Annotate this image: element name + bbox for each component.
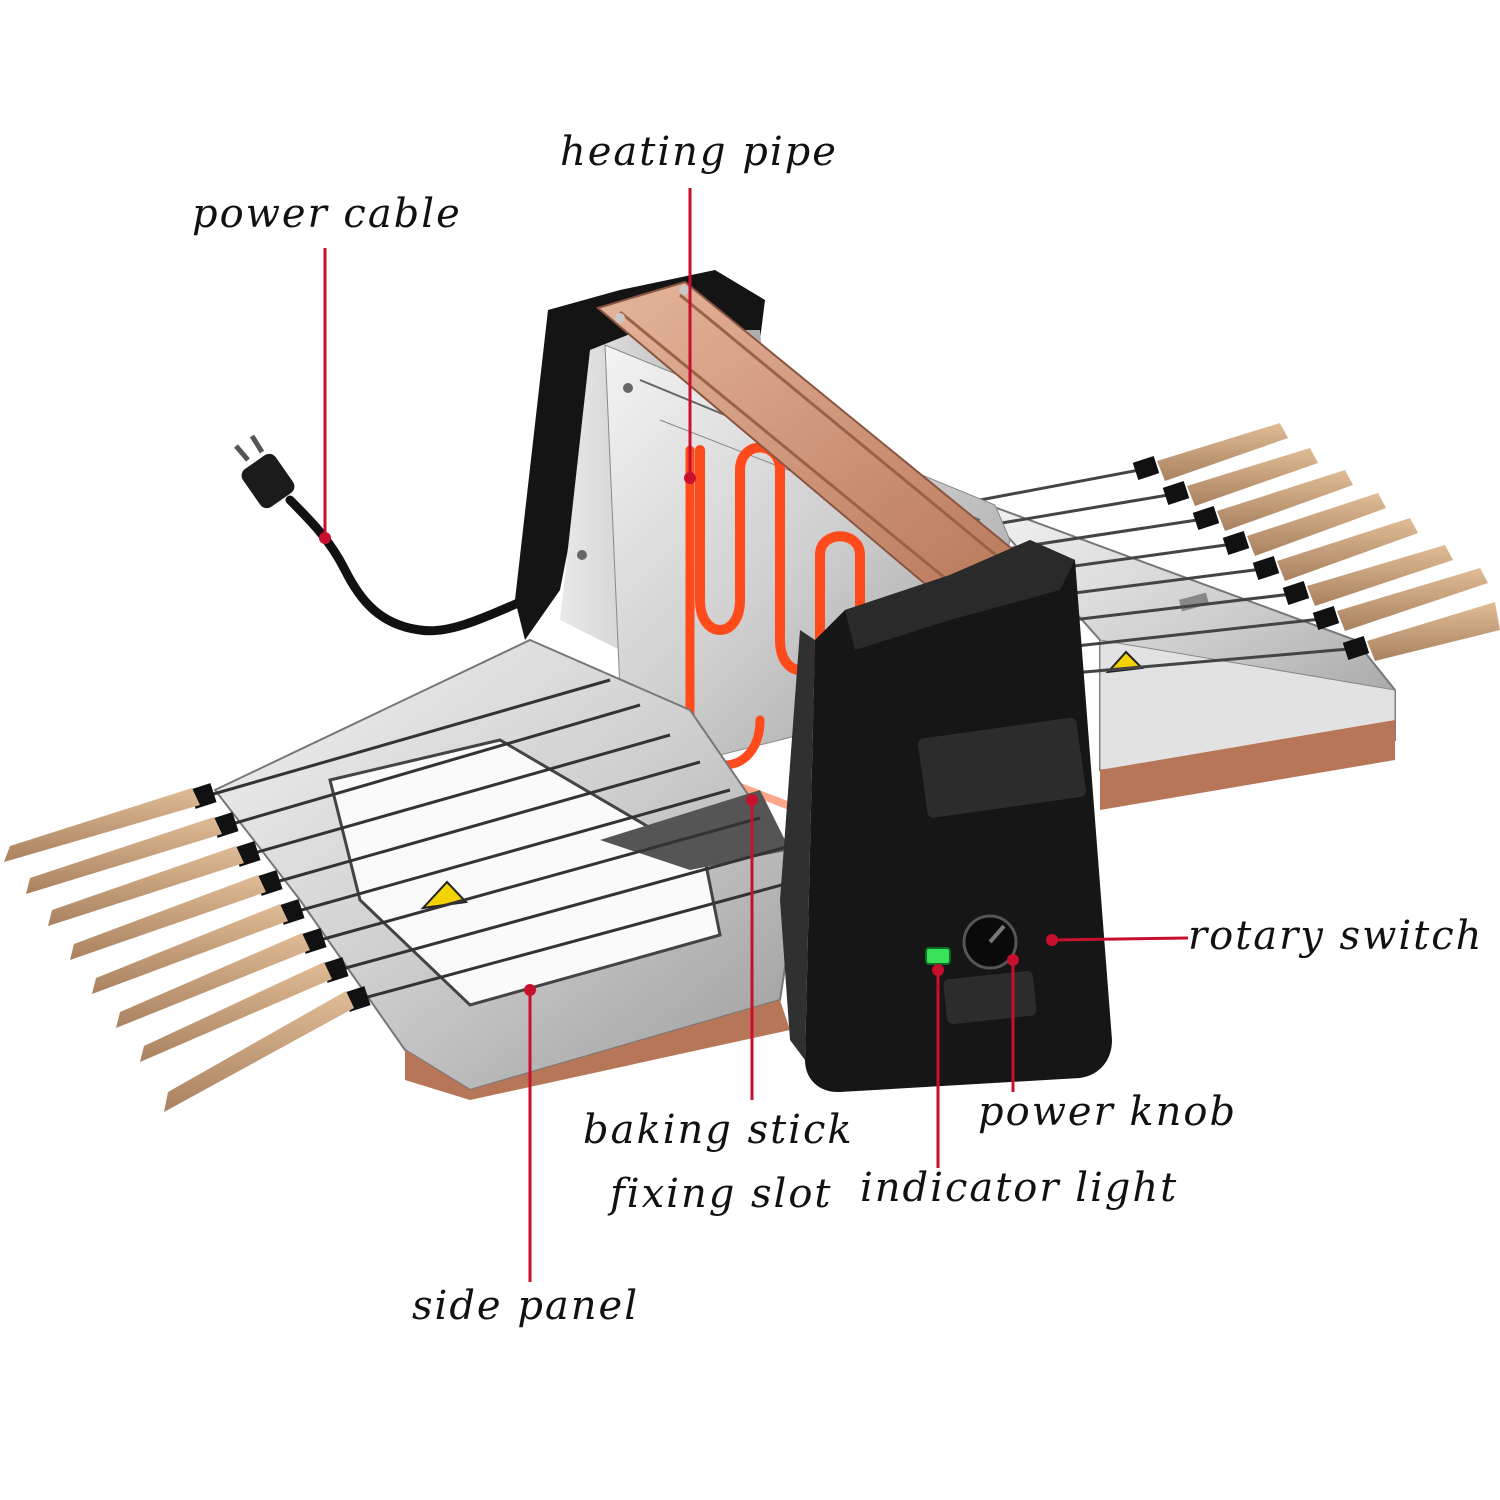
label-power-knob: power knob xyxy=(978,1089,1238,1135)
label-power-cable: power cable xyxy=(192,191,462,237)
indicator-light xyxy=(925,947,951,965)
power-knob[interactable] xyxy=(962,914,1018,970)
label-side-panel: side panel xyxy=(412,1283,639,1329)
plug-icon xyxy=(234,434,295,509)
left-skewers xyxy=(4,678,801,1112)
power-cable xyxy=(234,434,530,636)
grill-body-front xyxy=(780,540,1112,1093)
label-fixing-slot: fixing slot xyxy=(610,1171,833,1217)
right-skewers xyxy=(979,423,1500,677)
leader-lines xyxy=(319,188,1189,1282)
label-indicator-light: indicator light xyxy=(860,1165,1179,1211)
label-baking-stick: baking stick xyxy=(583,1107,854,1153)
label-heating-pipe: heating pipe xyxy=(560,129,838,175)
label-rotary-switch: rotary switch xyxy=(1188,913,1484,959)
